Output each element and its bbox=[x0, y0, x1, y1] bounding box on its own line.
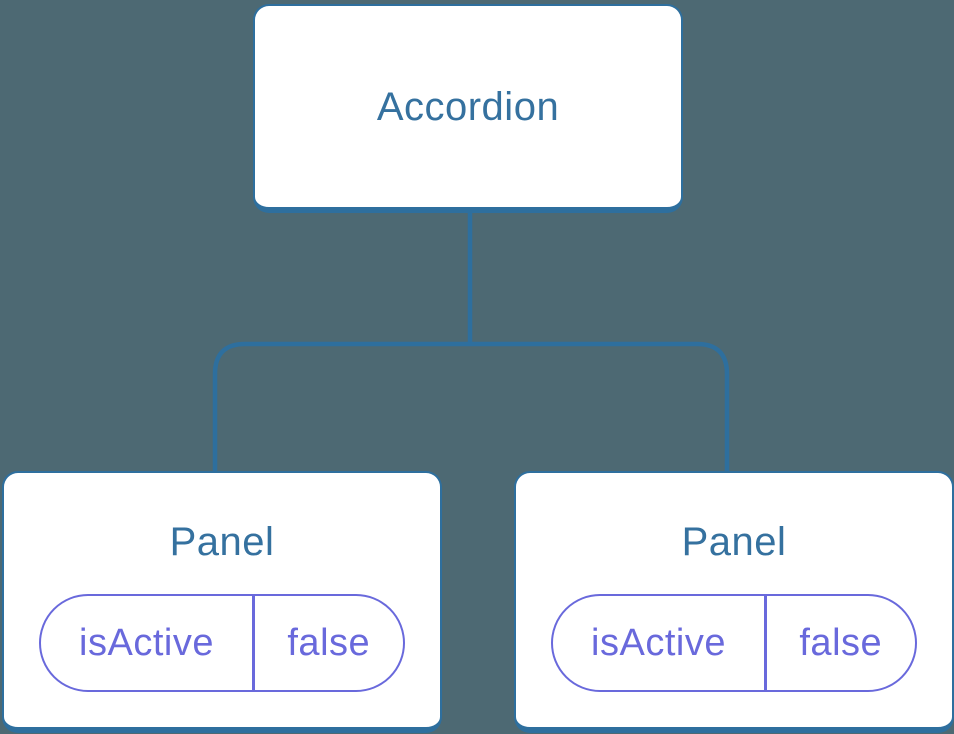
state-pill-divider bbox=[764, 596, 767, 690]
state-key-label: isActive bbox=[591, 621, 726, 664]
node-accordion-label: Accordion bbox=[376, 84, 560, 129]
connector-branch bbox=[212, 341, 730, 472]
state-pill-left: isActive false bbox=[39, 594, 405, 692]
node-accordion: Accordion bbox=[253, 4, 683, 213]
node-panel-right-label: Panel bbox=[681, 520, 787, 564]
state-value-label: false bbox=[799, 621, 883, 664]
state-pill-right: isActive false bbox=[551, 594, 917, 692]
node-panel-right: Panel isActive false bbox=[514, 471, 954, 733]
state-pill-divider bbox=[252, 596, 255, 690]
state-key-label: isActive bbox=[79, 621, 214, 664]
state-value-label: false bbox=[287, 621, 371, 664]
node-panel-left-label: Panel bbox=[169, 520, 275, 564]
node-panel-left: Panel isActive false bbox=[2, 471, 442, 733]
